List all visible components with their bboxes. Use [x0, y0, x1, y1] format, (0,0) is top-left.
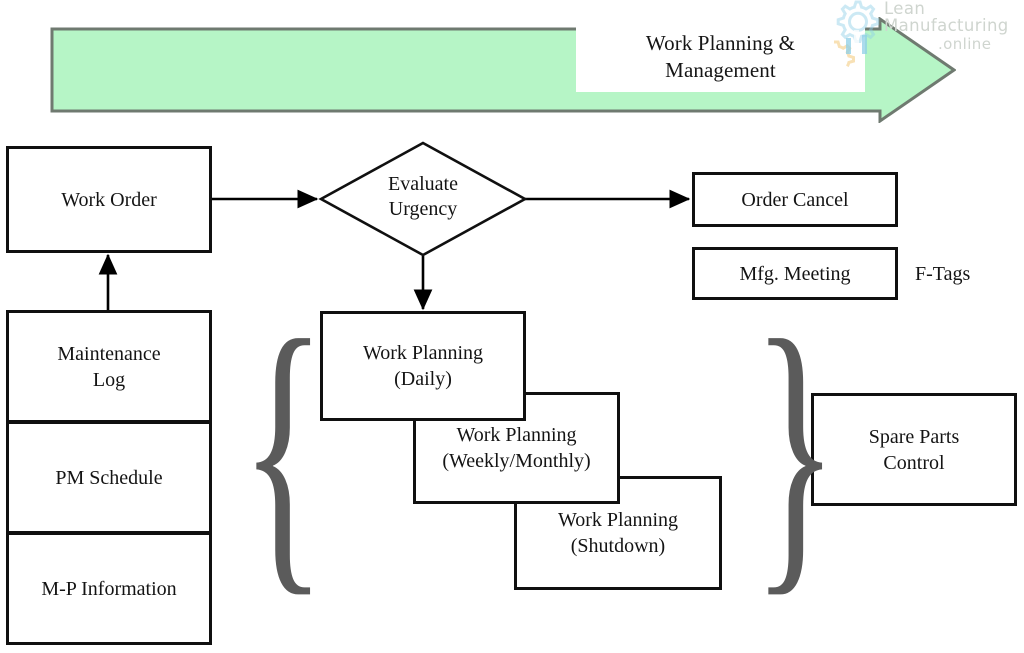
watermark-line-1: Lean	[884, 0, 926, 18]
node-work-planning-shutdown-line2: (Shutdown)	[570, 535, 666, 557]
node-spare-parts-line1: Spare Parts	[868, 425, 960, 448]
evaluate-urgency-line2: Urgency	[388, 198, 458, 221]
node-order-cancel-label: Order Cancel	[741, 188, 849, 211]
node-work-planning-weekly-line1: Work Planning	[456, 424, 577, 446]
banner-title-line1: Work Planning &	[645, 30, 796, 55]
right-brace: }	[752, 294, 838, 605]
node-spare-parts-line2: Control	[883, 451, 945, 474]
node-work-planning-daily[interactable]: Work Planning (Daily)	[320, 311, 526, 421]
node-mfg-meeting[interactable]: Mfg. Meeting	[692, 247, 898, 300]
banner-title-line2: Management	[665, 57, 776, 82]
node-pm-schedule-label: PM Schedule	[55, 466, 163, 489]
node-mp-information-label: M-P Information	[41, 577, 177, 600]
left-brace-glyph: {	[240, 277, 327, 621]
evaluate-urgency-label: Evaluate Urgency	[362, 172, 484, 222]
right-brace-glyph: }	[752, 277, 839, 621]
node-work-planning-shutdown-line1: Work Planning	[557, 509, 679, 531]
node-mp-information[interactable]: M-P Information	[6, 532, 212, 645]
banner-title: Work Planning & Management	[576, 21, 865, 92]
node-order-cancel[interactable]: Order Cancel	[692, 172, 898, 227]
node-maintenance-log[interactable]: Maintenance Log	[6, 310, 212, 423]
node-work-planning-daily-line2: (Daily)	[394, 368, 452, 390]
node-work-planning-daily-line1: Work Planning	[362, 342, 484, 364]
f-tags-text: F-Tags	[915, 263, 971, 285]
node-work-order[interactable]: Work Order	[6, 146, 212, 253]
node-spare-parts-control[interactable]: Spare Parts Control	[811, 393, 1017, 506]
f-tags-label: F-Tags	[915, 263, 970, 286]
node-work-order-label: Work Order	[61, 188, 157, 211]
node-pm-schedule[interactable]: PM Schedule	[6, 421, 212, 534]
evaluate-urgency-line1: Evaluate	[388, 173, 458, 195]
node-work-planning-weekly-line2: (Weekly/Monthly)	[442, 450, 591, 472]
node-maintenance-log-line2: Log	[92, 368, 126, 391]
left-brace: {	[240, 294, 326, 605]
node-maintenance-log-line1: Maintenance	[57, 342, 161, 365]
node-mfg-meeting-label: Mfg. Meeting	[739, 262, 851, 285]
